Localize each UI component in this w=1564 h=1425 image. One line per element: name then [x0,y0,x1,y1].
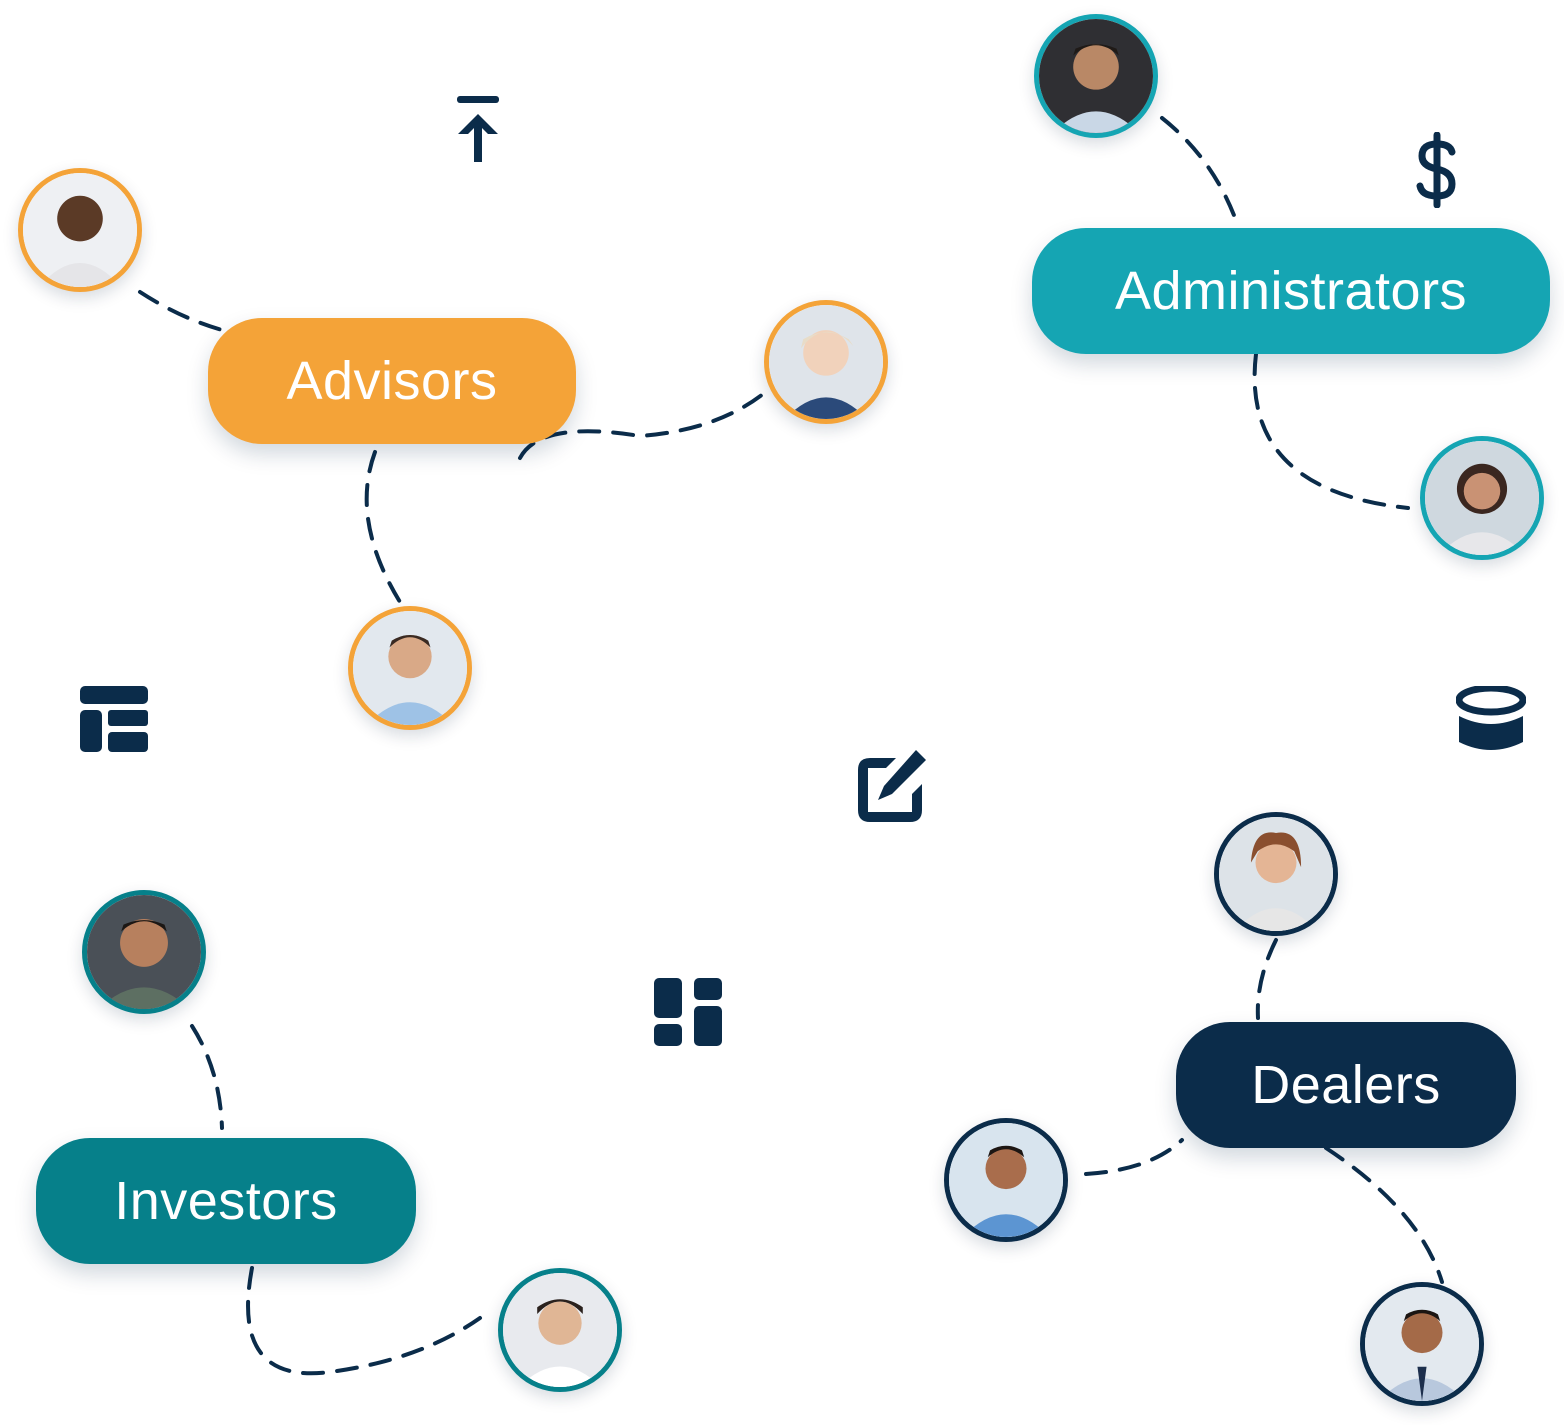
investor-avatar-1 [82,890,206,1014]
dealers-label: Dealers [1251,1055,1441,1115]
administrators-pill[interactable]: Administrators [1032,228,1550,354]
advisors-pill[interactable]: Advisors [208,318,576,444]
connector-dealers-3 [1324,1146,1444,1284]
investors-label: Investors [114,1171,338,1231]
connector-dealers-2 [1084,1138,1184,1176]
investor-avatar-2 [498,1268,622,1392]
connector-advisors-1 [138,290,224,332]
edit-icon [856,748,928,824]
investors-pill[interactable]: Investors [36,1138,416,1264]
connector-advisors-3 [364,450,402,604]
dashboard-icon [654,978,722,1046]
dealers-pill[interactable]: Dealers [1176,1022,1516,1148]
advisors-label: Advisors [286,351,498,411]
dealer-avatar-2 [944,1118,1068,1242]
administrator-avatar-2 [1420,436,1544,560]
connector-dealers-1 [1255,938,1278,1020]
table-layout-icon [80,686,148,752]
administrators-label: Administrators [1114,261,1468,321]
advisor-avatar-1 [18,168,142,292]
upload-icon [454,96,502,166]
connector-investors-1 [190,1024,224,1130]
dollar-icon [1414,132,1460,208]
connector-admins-1 [1160,116,1240,228]
connector-admins-2 [1252,352,1410,510]
advisor-avatar-3 [348,606,472,730]
database-icon [1456,686,1526,754]
dealer-avatar-3 [1360,1282,1484,1406]
advisor-avatar-2 [764,300,888,424]
dealer-avatar-1 [1214,812,1338,936]
connector-investors-2 [246,1266,482,1376]
administrator-avatar-1 [1034,14,1158,138]
